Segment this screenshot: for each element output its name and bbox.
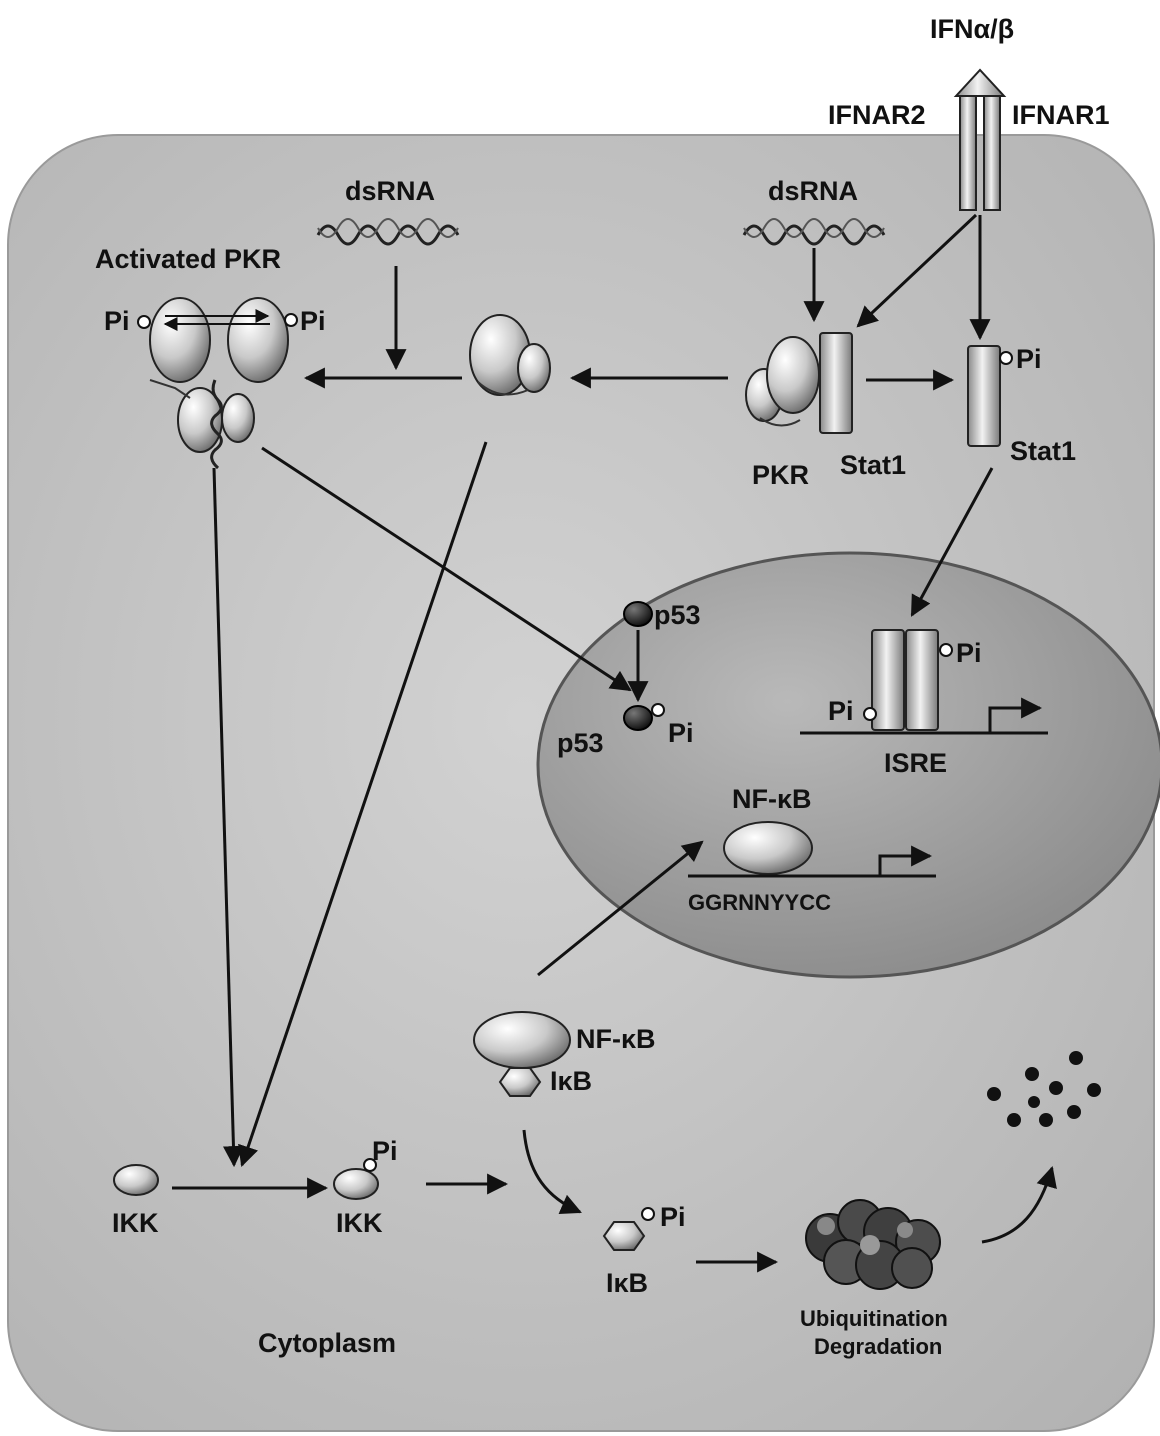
ikb-complex-label: IκB: [550, 1066, 592, 1096]
pi-label-isre-left: Pi: [828, 696, 854, 726]
pi-label-isre-right: Pi: [956, 638, 982, 668]
isre-label: ISRE: [884, 748, 947, 778]
pi-label-ikk: Pi: [372, 1136, 398, 1166]
ifn-ligand-label: IFNα/β: [930, 14, 1014, 44]
nfkb-binding-site-label: GGRNNYYCC: [688, 890, 831, 915]
cytoplasm-label: Cytoplasm: [258, 1328, 396, 1358]
degradation-label: Degradation: [814, 1334, 942, 1359]
stat1-label-complex: Stat1: [840, 450, 906, 480]
dsrna-left-label: dsRNA: [345, 176, 435, 206]
pi-label-pkr-right: Pi: [300, 306, 326, 336]
nfkb-cytoplasm-label: NF-κB: [576, 1024, 656, 1054]
ikk-inactive-label: IKK: [112, 1208, 159, 1238]
pkr-label: PKR: [752, 460, 809, 490]
pi-label-p53: Pi: [668, 718, 694, 748]
ubiquitination-label: Ubiquitination: [800, 1306, 948, 1331]
ikk-active-label: IKK: [336, 1208, 383, 1238]
pi-label-pkr-left: Pi: [104, 306, 130, 336]
ikk-inactive: [114, 1165, 158, 1195]
nfkb-nucleus-label: NF-κB: [732, 784, 812, 814]
p53-bottom-label: p53: [557, 728, 604, 758]
activated-pkr-label: Activated PKR: [95, 244, 281, 274]
stat1-label-free: Stat1: [1010, 436, 1076, 466]
p53-top-label: p53: [654, 600, 701, 630]
pi-label-stat1: Pi: [1016, 344, 1042, 374]
p53-protein: [624, 602, 652, 626]
ifnar2-label: IFNAR2: [828, 100, 926, 130]
dsrna-right-label: dsRNA: [768, 176, 858, 206]
stat1-dimer-on-isre: [864, 630, 952, 730]
ifnar1-label: IFNAR1: [1012, 100, 1110, 130]
pi-label-ikb: Pi: [660, 1202, 686, 1232]
ikb-free-label: IκB: [606, 1268, 648, 1298]
nfkb-nucleus-blob: [724, 822, 812, 874]
